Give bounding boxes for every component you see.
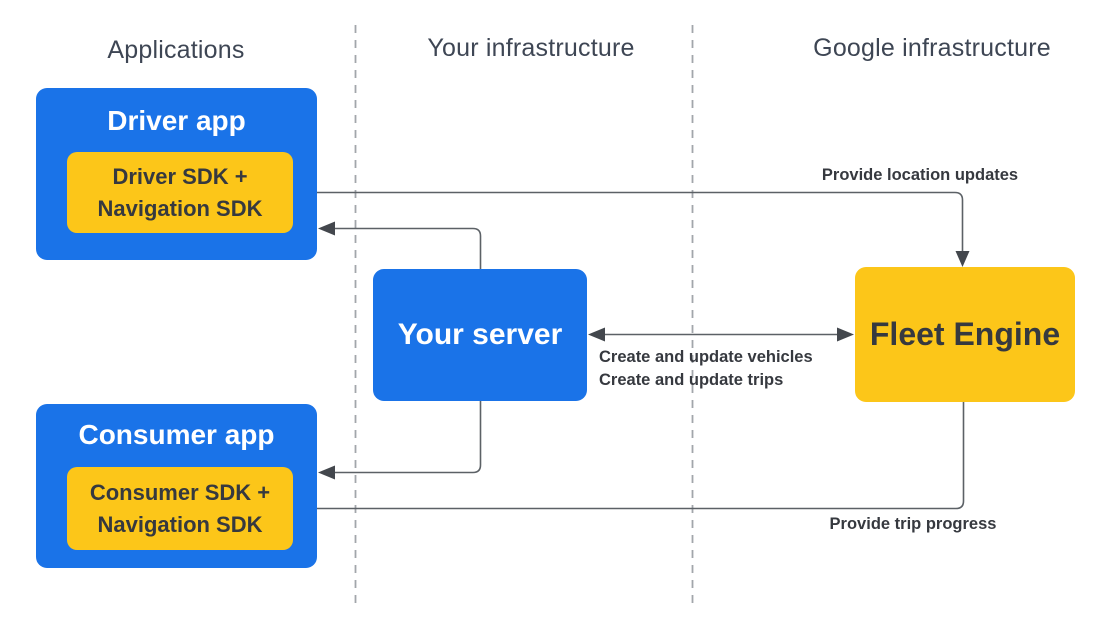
column-header-google-infrastructure: Google infrastructure bbox=[813, 34, 1051, 62]
node-driver-app: Driver app Driver SDK + Navigation SDK bbox=[36, 88, 317, 260]
arrowhead-down-fleet-engine bbox=[955, 251, 970, 267]
consumer-sdk-label-line2: Navigation SDK bbox=[97, 511, 263, 537]
node-consumer-app: Consumer app Consumer SDK + Navigation S… bbox=[36, 404, 317, 568]
arrowhead-right-fleet-engine bbox=[837, 327, 854, 342]
fleet-engine-title: Fleet Engine bbox=[869, 316, 1061, 352]
arrow-server-to-consumer-app bbox=[335, 401, 482, 474]
node-fleet-engine: Fleet Engine bbox=[855, 267, 1075, 402]
arrowhead-left-your-server bbox=[588, 327, 605, 342]
arrow-provide-trip-progress bbox=[310, 402, 965, 510]
arrowhead-left-driver-app bbox=[318, 221, 335, 236]
arrowhead-left-consumer-app bbox=[318, 465, 335, 480]
driver-sdk-label-line2: Navigation SDK bbox=[97, 195, 263, 221]
label-provide-trip-progress: Provide trip progress bbox=[829, 515, 997, 533]
consumer-app-title: Consumer app bbox=[78, 419, 275, 450]
node-your-server: Your server bbox=[373, 269, 587, 401]
label-provide-location-updates: Provide location updates bbox=[821, 166, 1019, 184]
driver-app-title: Driver app bbox=[107, 105, 246, 136]
arrow-provide-location-updates bbox=[293, 191, 964, 252]
label-create-update-vehicles: Create and update vehicles bbox=[599, 348, 813, 366]
your-server-title: Your server bbox=[397, 318, 563, 351]
column-header-your-infrastructure: Your infrastructure bbox=[427, 34, 635, 62]
label-server-fleet-sync: Create and update vehicles Create and up… bbox=[599, 346, 813, 392]
label-create-update-trips: Create and update trips bbox=[599, 371, 784, 389]
node-driver-sdk: Driver SDK + Navigation SDK bbox=[67, 152, 293, 233]
column-header-applications: Applications bbox=[107, 36, 245, 64]
arrow-server-to-driver-app bbox=[335, 227, 482, 269]
node-consumer-sdk: Consumer SDK + Navigation SDK bbox=[67, 467, 293, 550]
consumer-sdk-label-line1: Consumer SDK + bbox=[89, 479, 271, 505]
driver-sdk-label-line1: Driver SDK + bbox=[112, 163, 248, 189]
